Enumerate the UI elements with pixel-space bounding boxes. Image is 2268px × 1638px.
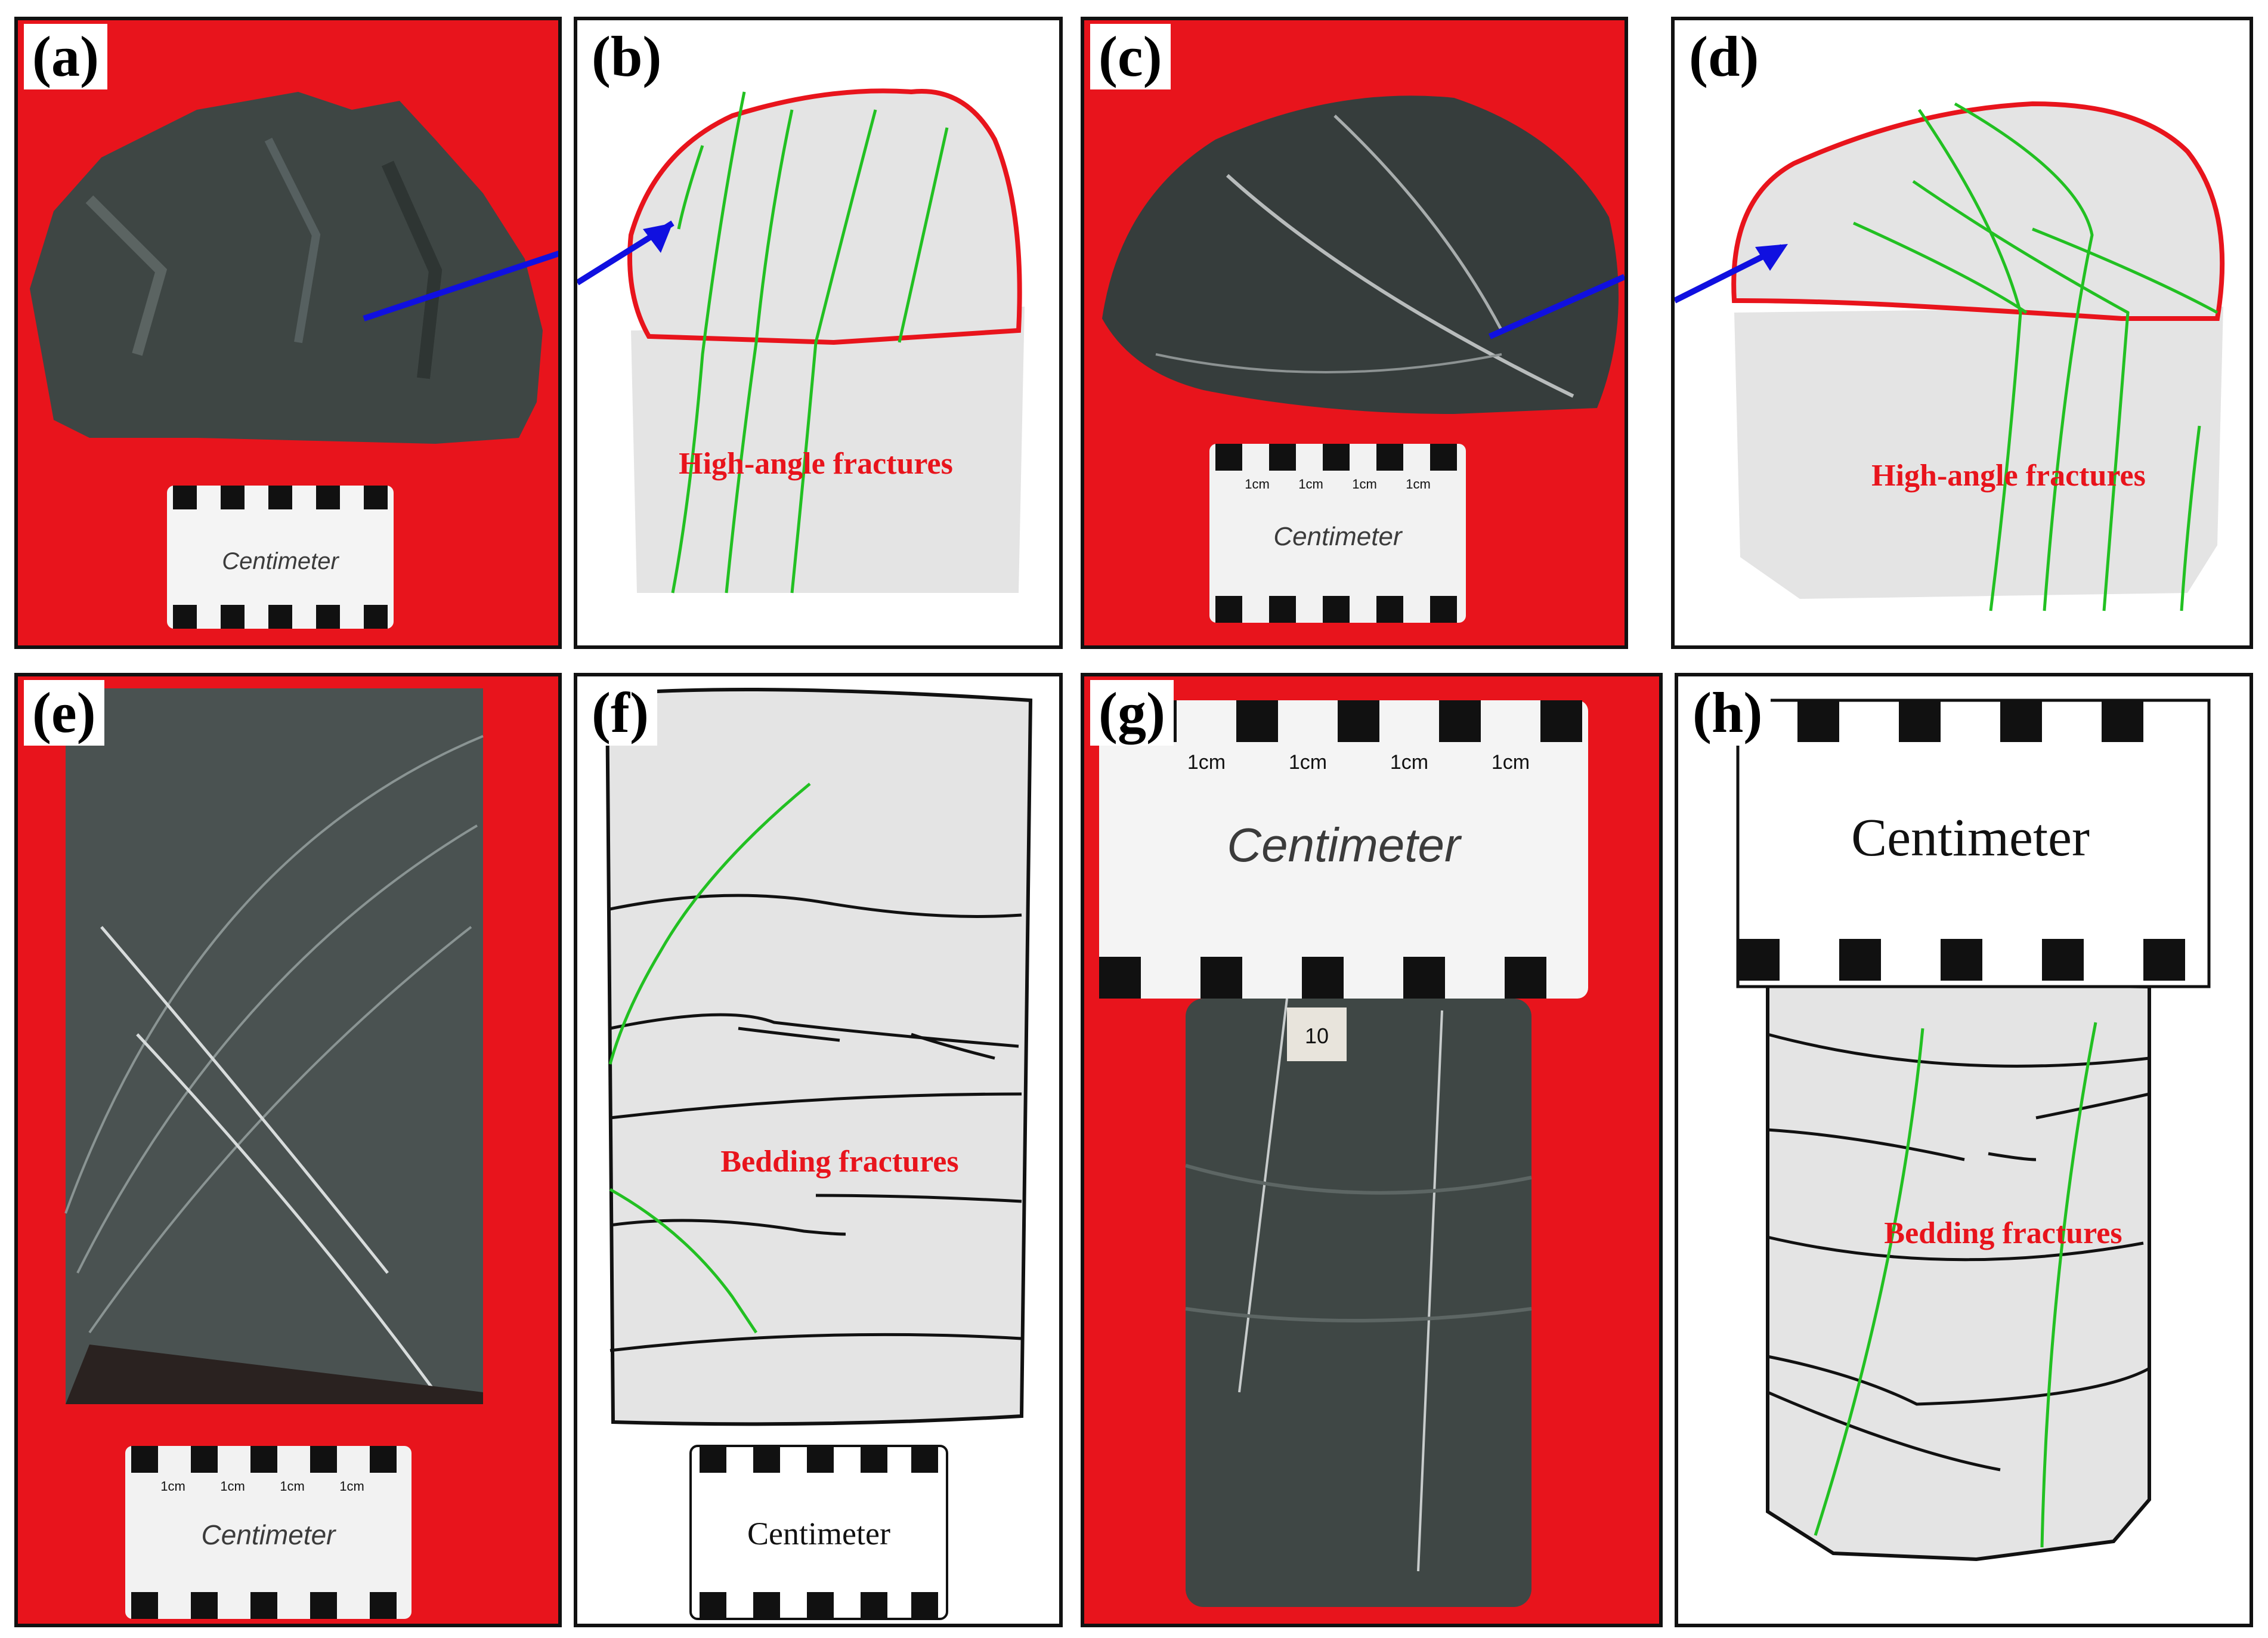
rock-sample <box>1102 95 1619 414</box>
rock-sample <box>66 688 483 1404</box>
panel-g: (g) 10 1cm 1cm 1cm 1cm Centimeter <box>1081 673 1663 1627</box>
fracture-line <box>2180 425 2201 611</box>
tick-label: 1cm <box>1406 477 1431 492</box>
bedding-line <box>1767 1033 2150 1068</box>
panel-label: (h) <box>1684 680 1771 746</box>
scale-card: Centimeter <box>167 486 394 629</box>
scale-card: 1cm 1cm 1cm 1cm Centimeter <box>1099 700 1588 999</box>
fracture-annotation: High-angle fractures <box>679 447 953 481</box>
sample-tag <box>1287 1007 1347 1061</box>
top-surface-outline <box>627 88 1022 345</box>
fracture-line <box>1912 180 2130 611</box>
fracture-line <box>1852 221 2028 314</box>
bedding-line <box>1988 1152 2037 1161</box>
bedding-line <box>911 1033 995 1060</box>
panel-label: (a) <box>24 24 107 89</box>
fracture-annotation: Bedding fractures <box>1884 1216 2122 1250</box>
scale-card-label: Centimeter <box>222 548 339 574</box>
panel-label: (b) <box>583 24 670 89</box>
tick-label: 1cm <box>1298 477 1323 492</box>
bedding-line <box>609 1092 1022 1120</box>
fracture-line <box>1917 109 2022 611</box>
tick-label: 1cm <box>280 1479 305 1494</box>
fracture-annotation: High-angle fractures <box>1871 459 2146 493</box>
rock-sample <box>30 92 543 444</box>
panel-label: (g) <box>1090 680 1174 746</box>
core-photo-g: 10 1cm 1cm 1cm 1cm Centimeter <box>1099 700 1588 1607</box>
rock-sample <box>1186 999 1531 1607</box>
panel-h: (h) Centimeter Bedding fractures <box>1675 673 2253 1627</box>
sketch-b: High-angle fractures <box>577 88 1025 594</box>
tick-label: 1cm <box>1390 751 1428 774</box>
panel-c: (c) 1cm 1cm 1cm 1cm Centimeter <box>1081 17 1628 649</box>
bedding-line <box>1767 1355 2151 1406</box>
bedding-line <box>609 1333 1022 1352</box>
bedding-line <box>609 1219 846 1236</box>
scale-card: 1cm 1cm 1cm 1cm Centimeter <box>125 1446 411 1619</box>
top-surface-outline <box>1731 101 2225 321</box>
bedding-line <box>609 894 1022 918</box>
tick-label: 1cm <box>220 1479 245 1494</box>
panel-b: (b) High-angle fractures <box>574 17 1063 649</box>
bedding-line <box>1767 1390 2001 1472</box>
core-body <box>1734 307 2223 599</box>
panel-label: (e) <box>24 680 104 746</box>
tick-label: 1cm <box>1352 477 1377 492</box>
scale-card: Centimeter <box>689 1445 948 1620</box>
sketch-d: High-angle fractures <box>1675 101 2225 611</box>
fracture-line <box>2040 1022 2097 1548</box>
fracture-annotation: Bedding fractures <box>720 1145 958 1179</box>
scale-card-label: Centimeter <box>1273 522 1403 551</box>
scale-card-label: Centimeter <box>202 1519 337 1550</box>
panel-f: (f) Bedding fractures Centimeter <box>574 673 1063 1627</box>
panel-d: (d) High-angle fractures <box>1671 17 2253 649</box>
tick-label: 1cm <box>1492 751 1530 774</box>
scale-card-label: Centimeter <box>1851 808 2090 867</box>
arrow-head <box>1755 244 1788 271</box>
sketch-f: Bedding fractures Centimeter <box>605 688 1033 1620</box>
bedding-line <box>1767 1128 1965 1161</box>
tick-label: 1cm <box>160 1479 185 1494</box>
bedding-line <box>815 1194 1022 1203</box>
fracture-line <box>609 1188 758 1334</box>
bedding-line <box>609 1013 1019 1048</box>
panel-label: (d) <box>1681 24 1768 89</box>
core-photo-c: 1cm 1cm 1cm 1cm Centimeter <box>1102 95 1625 623</box>
tick-label: 1cm <box>1289 751 1327 774</box>
pointer-arrow <box>1488 274 1625 339</box>
panel-e: (e) 1cm 1cm 1cm 1cm Centimeter <box>14 673 562 1627</box>
tick-label: 1cm <box>339 1479 364 1494</box>
fracture-line <box>725 109 794 594</box>
fracture-line <box>671 91 746 594</box>
fracture-line <box>677 145 704 230</box>
bedding-line <box>1767 1235 2144 1262</box>
fracture-line <box>2032 227 2219 314</box>
fracture-line <box>608 783 811 1065</box>
arrow-head <box>643 223 673 253</box>
tick-label: 1cm <box>1245 477 1270 492</box>
core-body <box>631 307 1025 593</box>
pointer-arrow <box>363 251 558 322</box>
fracture-line <box>898 127 949 343</box>
scale-card-label: Centimeter <box>747 1516 890 1552</box>
fracture-line <box>1954 102 2094 611</box>
core-photo-a: Centimeter <box>30 92 558 629</box>
core-body <box>605 688 1033 1426</box>
panel-label: (f) <box>583 680 657 746</box>
panel-a: (a) Centimeter <box>14 17 562 649</box>
core-photo-e: 1cm 1cm 1cm 1cm Centimeter <box>64 688 484 1619</box>
bedding-line <box>738 1027 840 1042</box>
scale-card-label: Centimeter <box>1227 818 1462 871</box>
sketch-h: Centimeter Bedding fractures <box>1696 699 2211 1562</box>
scale-card: Centimeter <box>1696 699 2211 988</box>
fracture-line <box>790 109 877 594</box>
bedding-line <box>2035 1092 2150 1120</box>
tick-label: 1cm <box>1187 751 1226 774</box>
sample-tag-text: 10 <box>1305 1024 1329 1048</box>
fracture-line <box>1814 1028 1924 1536</box>
core-body <box>1766 978 2151 1562</box>
scale-card: 1cm 1cm 1cm 1cm Centimeter <box>1209 444 1466 623</box>
panel-label: (c) <box>1090 24 1171 89</box>
